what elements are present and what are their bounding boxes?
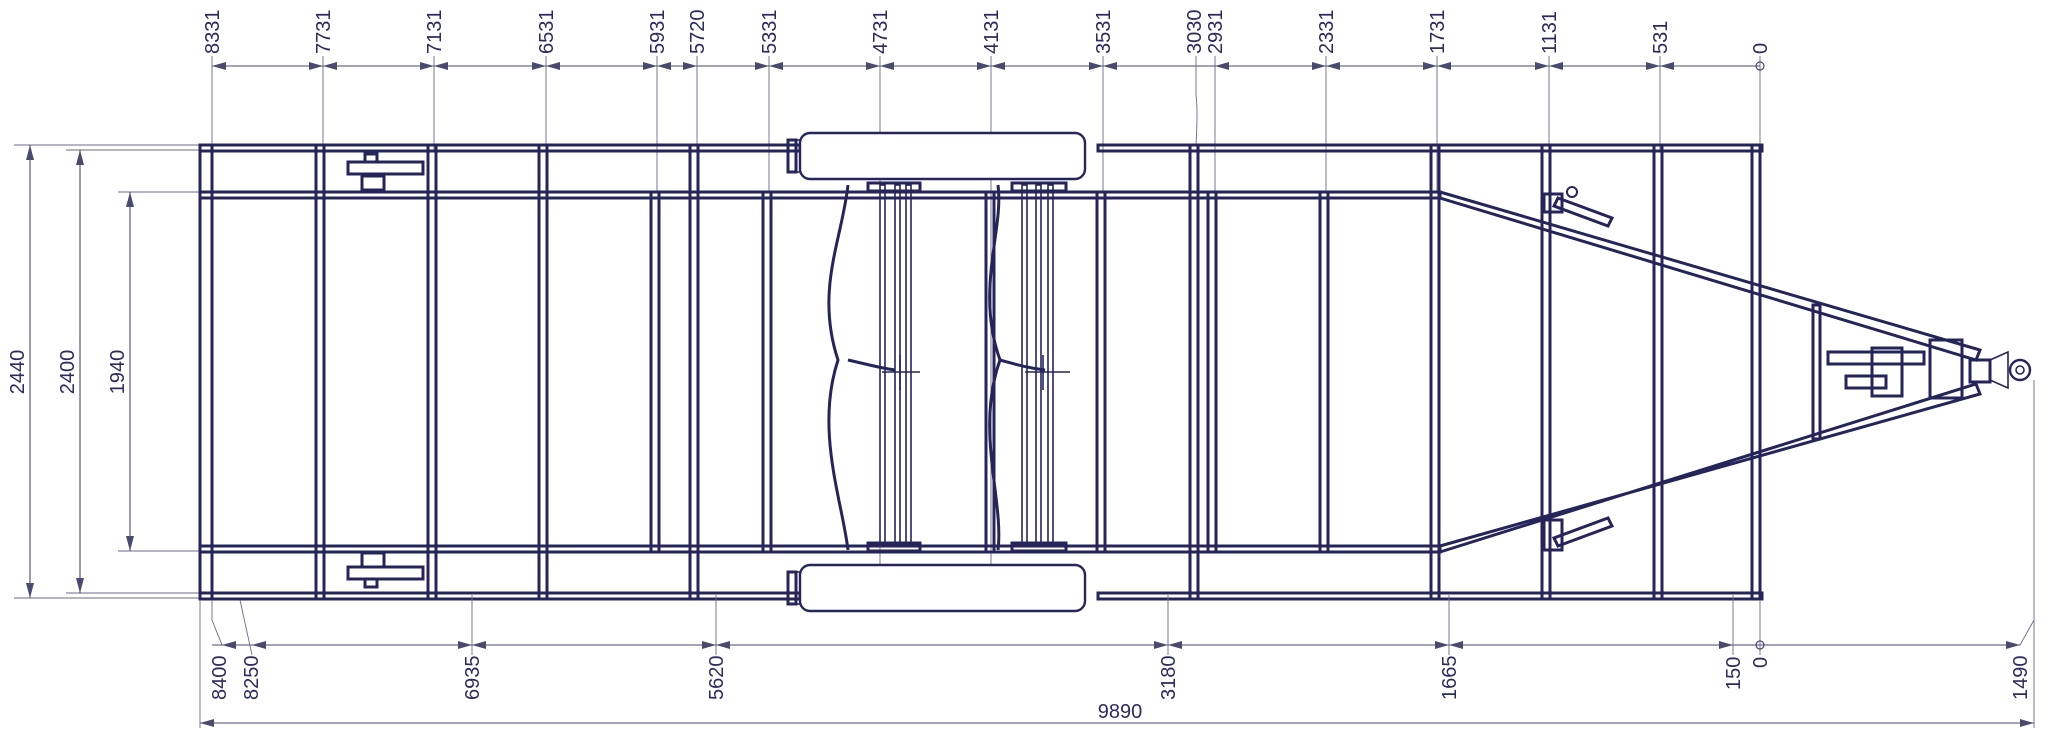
dim-overall-length: 9890 [1098,701,1143,723]
support-leg-top [346,152,425,192]
bottom-dimensions: 8400 8250 6935 5620 3180 1665 150 0 1490… [199,380,2035,728]
dim-top-5331: 5331 [759,10,781,55]
cross-members [314,143,1822,601]
dim-top-7131: 7131 [424,10,446,55]
dim-top-531: 531 [1650,21,1672,54]
dim-top-4131: 4131 [981,10,1003,55]
dim-bottom-5620: 5620 [706,656,728,701]
jack-stand-bottom [1542,516,1615,552]
axle-assembly-front [827,181,922,553]
left-dimensions: 2440 2400 1940 [7,144,200,599]
dim-top-8331: 8331 [202,10,224,55]
dim-top-6531: 6531 [536,10,558,55]
dim-bottom-3180: 3180 [1158,656,1180,701]
dim-top-0: 0 [1750,43,1772,54]
dim-top-3531: 3531 [1093,10,1115,55]
dim-left-1940: 1940 [107,350,129,395]
dim-top-1731: 1731 [1427,10,1449,55]
jack-stand-top [1542,186,1615,228]
dim-top-1131: 1131 [1539,11,1561,54]
dim-bottom-1490: 1490 [2010,656,2032,701]
coupling-head [1826,338,2032,400]
fender-top [798,131,1087,181]
dim-bottom-8400: 8400 [209,656,231,701]
dim-top-2931: 2931 [1205,10,1227,55]
fender-bottom [798,563,1087,613]
dim-bottom-150: 150 [1723,657,1745,690]
support-leg-bottom [346,551,425,589]
dim-bottom-1665: 1665 [1439,656,1461,701]
dim-top-5931: 5931 [647,10,669,55]
dim-left-2440: 2440 [7,350,29,395]
drawbar [1438,189,1983,555]
dim-bottom-8250: 8250 [241,656,263,701]
dim-top-2331: 2331 [1316,10,1338,55]
dim-top-5720: 5720 [687,10,709,55]
dim-top-3030: 3030 [1184,10,1206,55]
dim-top-4731: 4731 [870,10,892,55]
trailer-frame [198,131,2032,613]
dim-bottom-0: 0 [1750,657,1772,668]
dim-left-2400: 2400 [57,350,79,395]
axle-assembly-rear [988,181,1070,553]
dim-top-7731: 7731 [313,10,335,55]
dim-bottom-6935: 6935 [462,656,484,701]
